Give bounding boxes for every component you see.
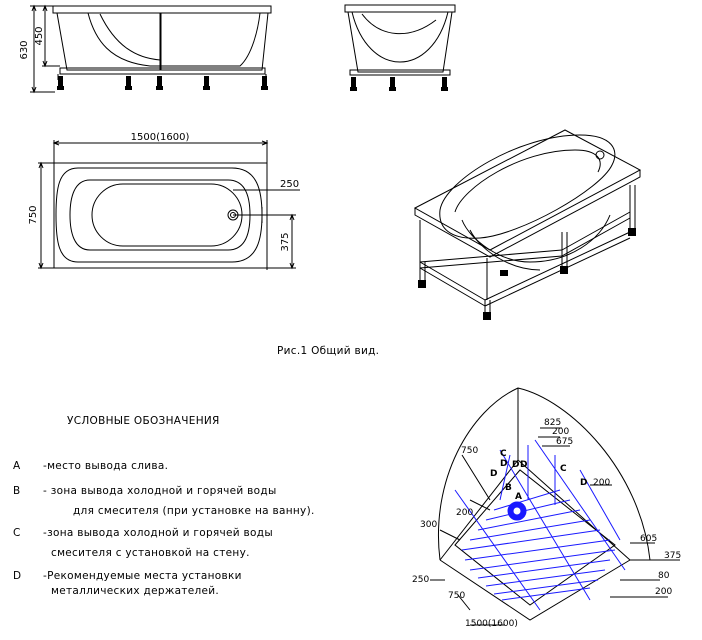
legend-text-cont: для смесителя (при установке на ванну).	[73, 505, 315, 517]
plan-label: 250	[412, 575, 429, 585]
legend-text-cont: металлических держателей.	[51, 585, 220, 597]
legend-text: - зона вывода холодной и горячей воды	[43, 485, 277, 497]
plan-label: 750	[448, 591, 465, 601]
plan-label: 375	[664, 551, 681, 561]
plan-label: 675	[556, 437, 573, 447]
legend-text: -зона вывода холодной и горячей воды	[43, 527, 273, 539]
legend-title: УСЛОВНЫЕ ОБОЗНАЧЕНИЯ	[67, 415, 220, 427]
legend-text: -Рекомендуемые места установки	[43, 570, 242, 582]
legend-key: D	[13, 570, 22, 582]
plan-label: 200	[655, 587, 672, 597]
side-elevation-view	[344, 4, 456, 91]
plan-label: 300	[420, 520, 437, 530]
plan-label: 80	[658, 571, 670, 581]
legend-text: -место вывода слива.	[43, 460, 169, 472]
figure-caption: Рис.1 Общий вид.	[277, 345, 380, 357]
top-plan-view	[38, 140, 300, 270]
legend-key: C	[13, 527, 21, 539]
dim-height-bath: 450	[34, 26, 45, 45]
plan-label: 1500(1600)	[465, 619, 518, 629]
plan-label: 825	[544, 418, 561, 428]
plan-markers: C D D D C D B A D	[490, 449, 587, 502]
dim-width: 750	[28, 205, 39, 224]
plan-label: 200	[456, 508, 473, 518]
marker-c: C	[500, 449, 507, 459]
plan-label: 200	[552, 427, 569, 437]
marker-d: D	[512, 460, 519, 470]
installation-plan	[430, 387, 680, 626]
dim-drain-offset: 250	[280, 179, 299, 190]
dim-length: 1500(1600)	[131, 132, 190, 143]
plan-label: 200	[593, 478, 610, 488]
marker-d: D	[580, 478, 587, 488]
legend-key: A	[13, 460, 21, 472]
marker-d: D	[520, 460, 527, 470]
legend-key: B	[13, 485, 21, 497]
marker-c: C	[560, 464, 567, 474]
dim-height-total: 630	[19, 40, 30, 59]
marker-d: D	[490, 469, 497, 479]
dimension-labels: 630 450 1500(1600) 750 250 375	[19, 26, 299, 251]
height-dimension-lines	[30, 4, 60, 94]
front-elevation-view	[52, 5, 272, 90]
plan-label: 750	[461, 446, 478, 456]
plan-label: 605	[640, 534, 657, 544]
marker-a: A	[515, 492, 522, 502]
legend-text-cont: смесителя с установкой на стену.	[51, 547, 250, 559]
dim-drain-center: 375	[280, 232, 291, 251]
marker-b: B	[505, 483, 512, 493]
marker-d: D	[500, 459, 507, 469]
plan-dimension-labels: 825 200 675 750 200 200 300 605 375 80 2…	[412, 418, 681, 629]
isometric-view	[413, 129, 642, 320]
